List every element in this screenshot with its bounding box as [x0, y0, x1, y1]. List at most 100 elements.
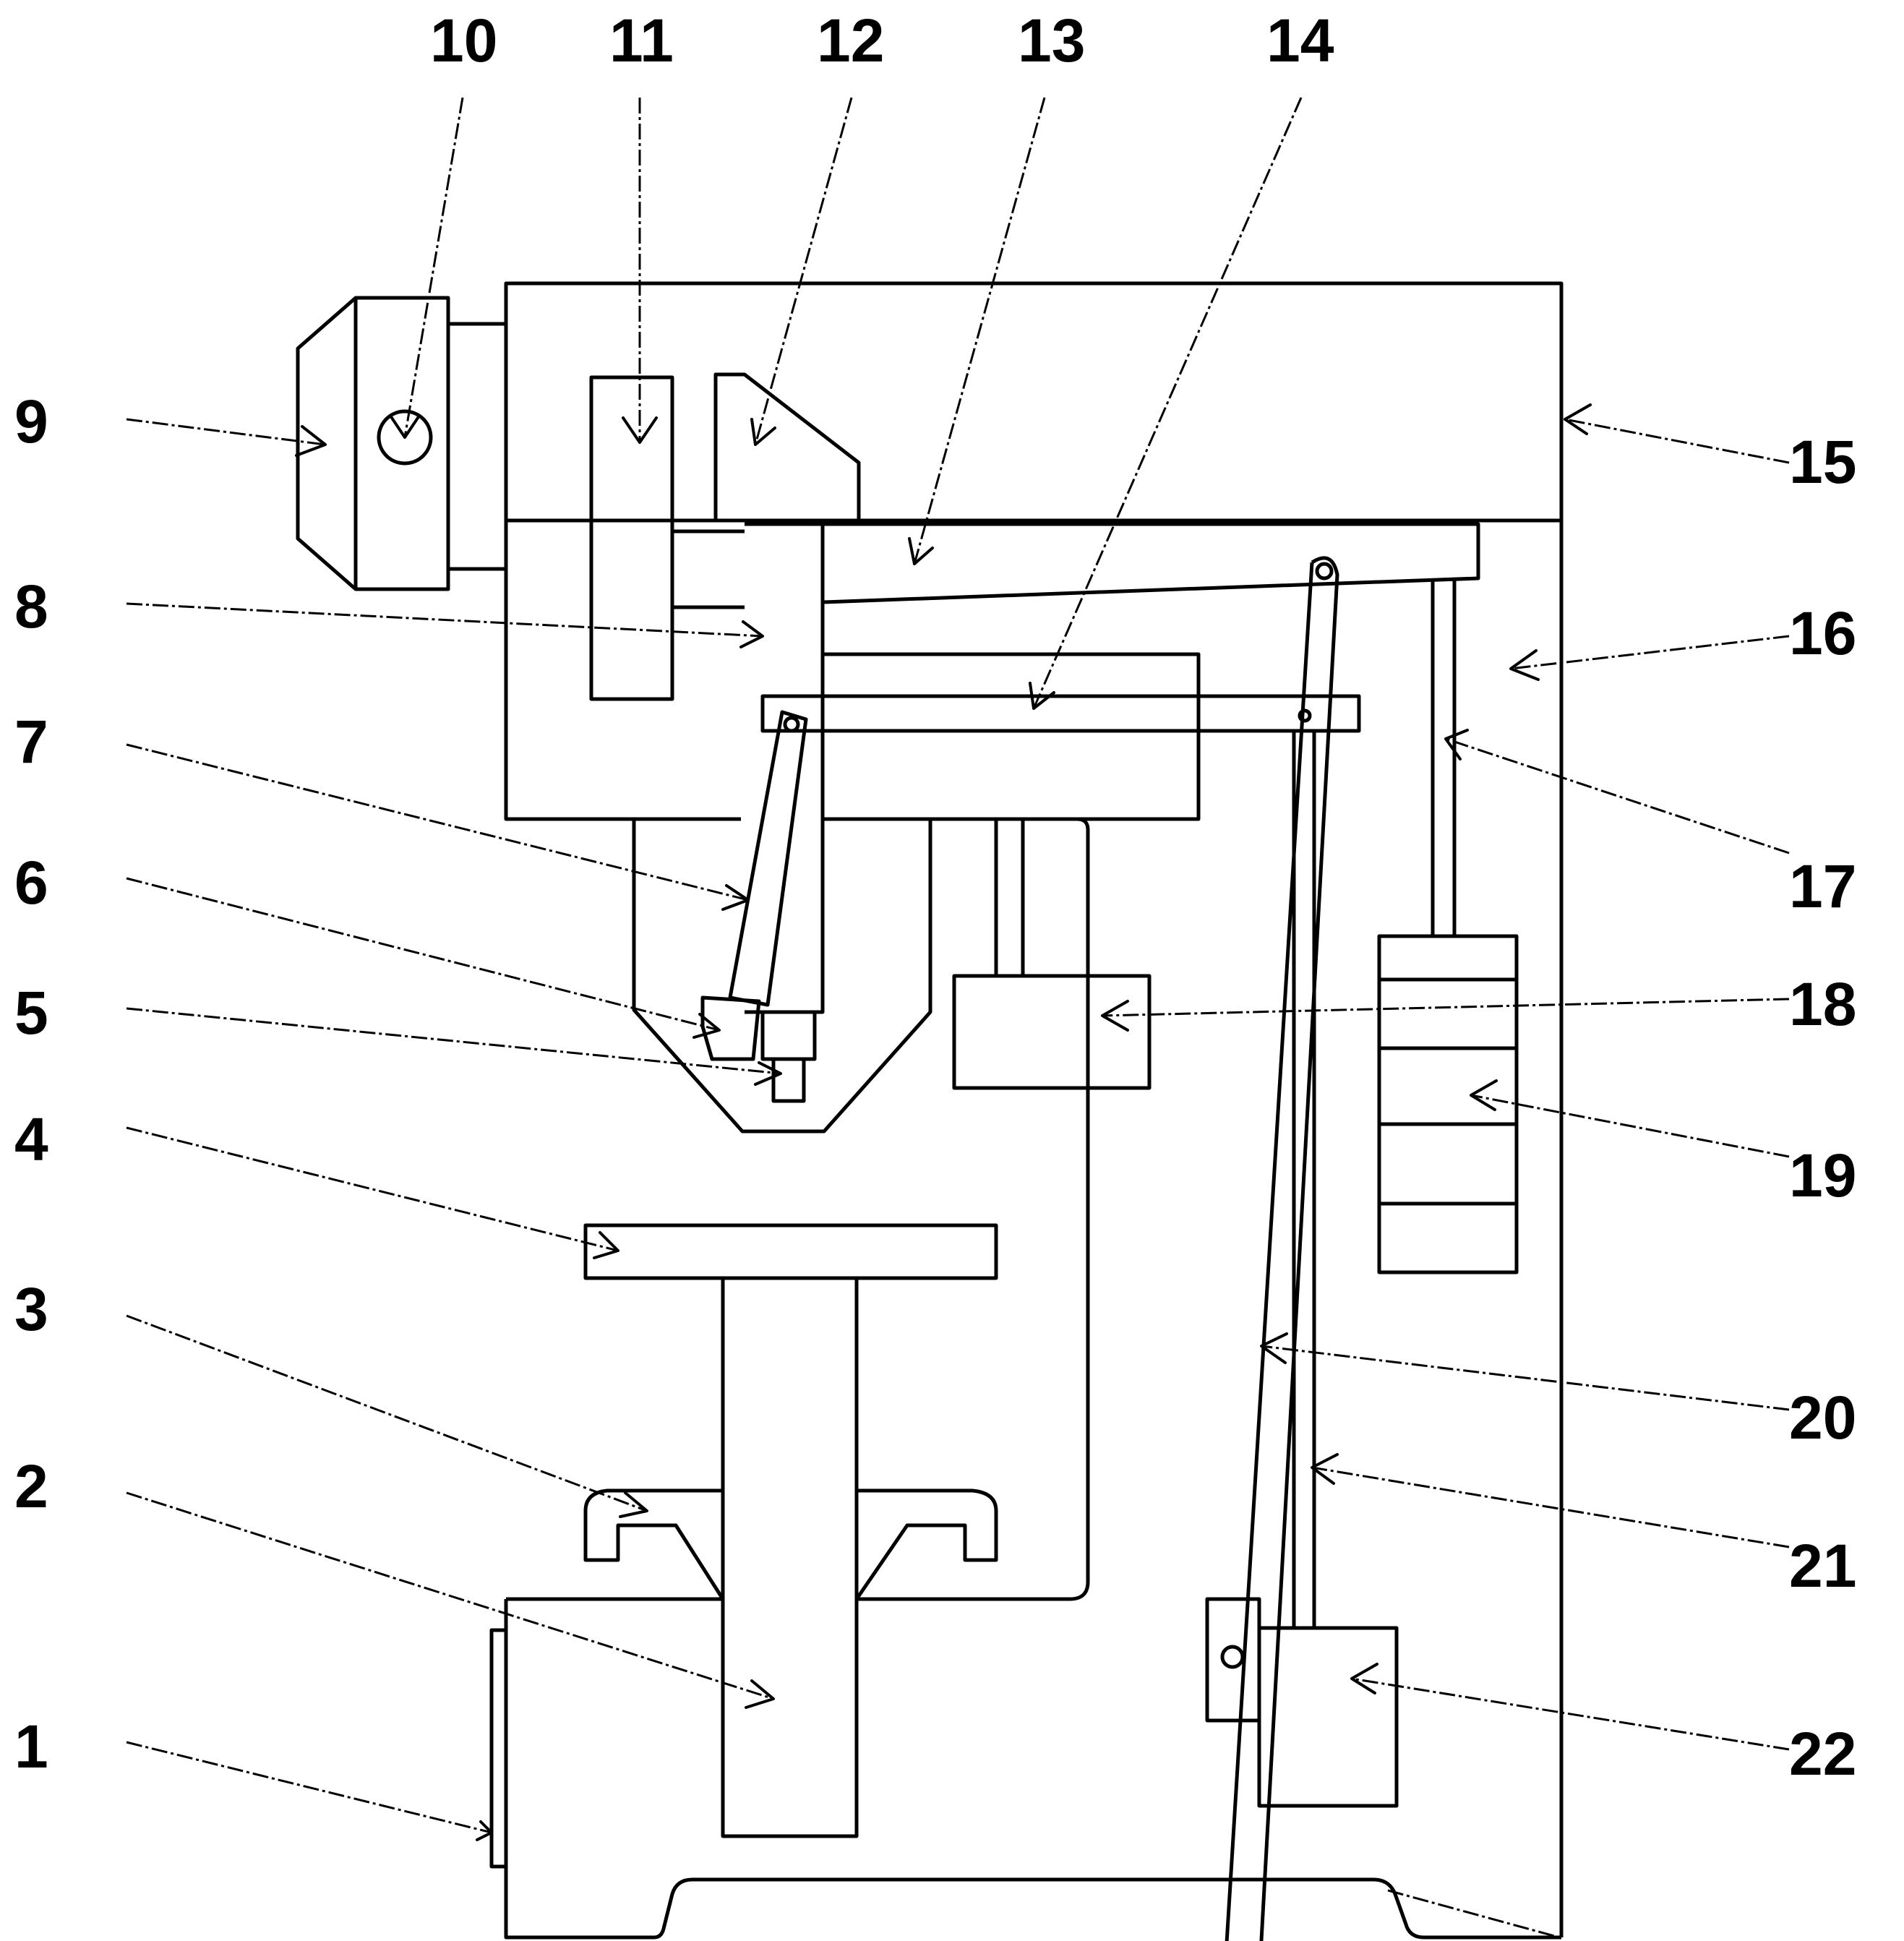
label-10: 10 — [430, 7, 497, 74]
pedal-lever — [1225, 556, 1339, 1941]
arrowhead-5 — [754, 1061, 782, 1086]
arrowhead-8 — [739, 620, 764, 648]
arrowhead-1 — [476, 1820, 493, 1841]
arrowhead-22 — [1350, 1663, 1378, 1694]
leader-16 — [1510, 635, 1790, 670]
label-13: 13 — [1018, 7, 1085, 74]
leader-base — [1387, 1889, 1555, 1937]
leader-18 — [1102, 998, 1790, 1017]
leader-15 — [1564, 418, 1790, 464]
link-rod — [728, 710, 808, 1007]
label-15: 15 — [1789, 428, 1856, 496]
label-5: 5 — [14, 979, 48, 1047]
foot-pedal — [1205, 1597, 1261, 1723]
arrowhead-12 — [750, 418, 776, 446]
label-3: 3 — [14, 1275, 48, 1343]
rocker-arm — [760, 694, 1361, 733]
label-1: 1 — [14, 1713, 48, 1781]
link-pivot — [783, 716, 800, 733]
label-6: 6 — [14, 849, 48, 917]
number-labels: 1 2 3 4 5 6 7 8 9 10 11 12 13 14 15 16 1… — [14, 7, 1856, 1788]
arrowhead-14 — [1029, 682, 1055, 710]
arrowhead-3 — [619, 1491, 648, 1518]
label-21: 21 — [1789, 1532, 1856, 1600]
counterweight-stack — [1377, 934, 1519, 1274]
support-bracket-left — [583, 1488, 725, 1601]
shaft — [672, 529, 745, 609]
leader-7 — [126, 743, 749, 901]
leader-10 — [403, 97, 464, 438]
leader-6 — [126, 877, 720, 1032]
pull-rod — [1292, 730, 1316, 1628]
label-2: 2 — [14, 1452, 48, 1520]
leader-3 — [126, 1314, 648, 1512]
label-19: 19 — [1789, 1141, 1856, 1209]
arrowhead-9 — [295, 425, 327, 457]
arrowhead-2 — [745, 1679, 775, 1709]
upper-housing — [504, 281, 1564, 523]
label-11: 11 — [609, 7, 674, 74]
motor — [296, 296, 508, 591]
arrowhead-4 — [593, 1231, 619, 1259]
leader-14 — [1032, 97, 1303, 709]
arrowhead-18 — [1101, 1000, 1129, 1032]
punch-holder — [760, 1010, 817, 1061]
counterweight-rod — [1431, 578, 1457, 936]
label-4: 4 — [14, 1105, 48, 1173]
pulley — [589, 375, 674, 701]
label-22: 22 — [1789, 1720, 1856, 1788]
support-bracket-right — [854, 1488, 998, 1601]
ram-body — [745, 522, 825, 1014]
label-17: 17 — [1789, 852, 1856, 920]
leader-4 — [126, 1126, 619, 1252]
leader-22 — [1351, 1677, 1790, 1751]
arrowhead-16 — [1509, 649, 1540, 681]
guide-rods — [994, 819, 1025, 976]
arrowhead-13 — [908, 537, 934, 565]
leader-5 — [126, 1007, 781, 1075]
guide-block — [952, 974, 1152, 1090]
leader-9 — [126, 418, 326, 446]
leader-20 — [1261, 1345, 1790, 1411]
tool-holder — [700, 995, 761, 1061]
label-8: 8 — [14, 573, 48, 640]
front-plate — [489, 1628, 506, 1869]
arrowhead-6 — [692, 1013, 721, 1039]
left-body — [504, 520, 741, 821]
label-9: 9 — [14, 387, 48, 455]
arrowhead-11 — [622, 416, 658, 444]
leader-13 — [913, 97, 1046, 565]
arrowhead-21 — [1311, 1453, 1339, 1485]
leader-1 — [126, 1741, 492, 1834]
leaders — [126, 97, 1790, 1937]
worktable — [583, 1223, 998, 1280]
arrowhead-15 — [1564, 403, 1592, 435]
leader-8 — [126, 602, 763, 638]
arrowhead-17 — [1444, 729, 1469, 760]
leader-2 — [126, 1491, 774, 1700]
frame — [489, 281, 1564, 1940]
label-18: 18 — [1789, 970, 1856, 1038]
weight-plates — [1379, 977, 1517, 1206]
label-14: 14 — [1266, 7, 1334, 74]
pedal-pin — [1220, 1645, 1245, 1669]
lever-pivot-mid — [1298, 708, 1312, 723]
leader-19 — [1470, 1094, 1790, 1158]
pedal-base — [1257, 1626, 1399, 1808]
base — [504, 817, 1561, 1940]
arrowhead-7 — [721, 884, 750, 911]
label-12: 12 — [817, 7, 884, 74]
leader-12 — [754, 97, 853, 445]
arrowheads — [295, 403, 1592, 1841]
arrowhead-20 — [1260, 1332, 1288, 1364]
leader-21 — [1311, 1466, 1790, 1548]
cam-block — [713, 372, 861, 519]
arrowhead-19 — [1470, 1079, 1498, 1111]
punch — [771, 1057, 806, 1103]
arrowhead-10 — [389, 414, 421, 439]
motor-flange — [448, 322, 508, 571]
lever-plate — [822, 522, 1480, 604]
label-16: 16 — [1789, 599, 1856, 667]
head-casting — [632, 819, 932, 1134]
